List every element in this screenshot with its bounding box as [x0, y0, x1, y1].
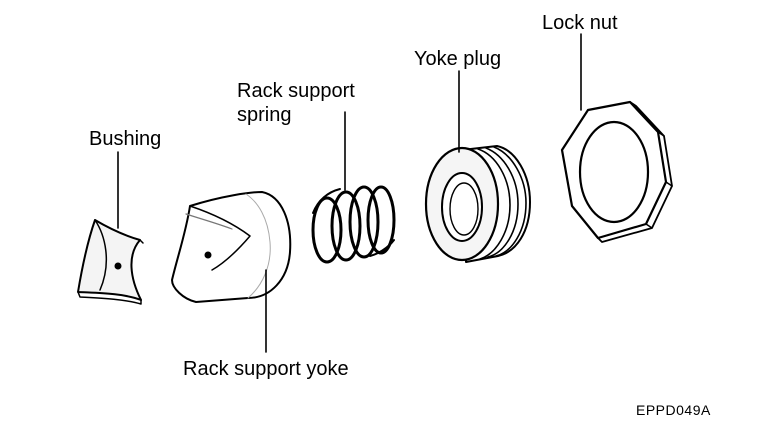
label-yoke-plug: Yoke plug	[414, 48, 502, 70]
yoke-plug-part	[424, 145, 531, 263]
rack-support-yoke-part	[171, 191, 292, 303]
label-rack-support-yoke: Rack support yoke	[183, 358, 349, 380]
lock-nut-part	[560, 100, 673, 243]
label-lock-nut: Lock nut	[542, 12, 618, 34]
label-bushing: Bushing	[89, 128, 162, 150]
label-rack-support-spring-2: spring	[237, 104, 292, 126]
figure-code: EPPD049A	[636, 402, 711, 418]
leader-lines	[117, 33, 582, 353]
bushing-part	[77, 219, 144, 305]
label-rack-support-spring-1: Rack support	[237, 80, 355, 102]
rack-support-spring-part	[311, 185, 396, 264]
